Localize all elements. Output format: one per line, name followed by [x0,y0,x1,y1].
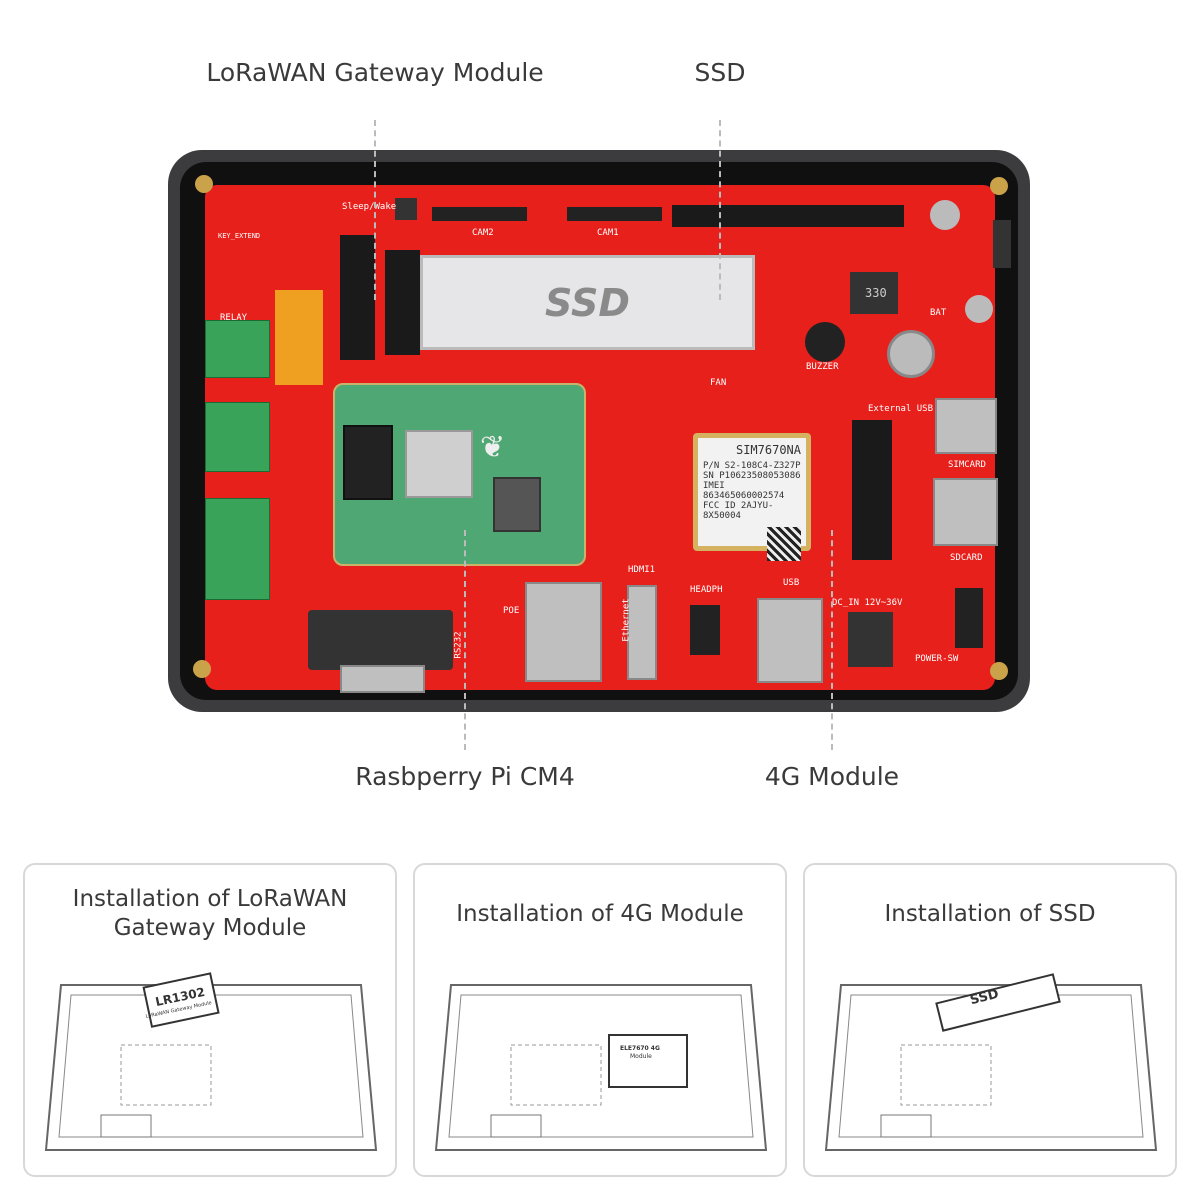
card-title: Installation of 4G Module [456,901,744,927]
4g-module-line: P/N S2-108C4-Z327P [703,461,801,471]
4g-module-line: FCC ID 2AJYU-8X50004 [703,501,774,521]
4g-module-line: SN P10623508053086 [703,471,801,481]
relay [275,290,323,385]
buzzer [805,322,845,362]
can-rs485-terminal [205,498,270,600]
lorawan-install-sketch [44,972,378,1151]
standoff-icon [195,175,213,193]
silk-inductor: 330 [865,286,887,300]
4g-module-line: IMEI 863465060002574 [703,481,785,501]
silk-rs232: RS232 [453,631,464,659]
cam1-connector [567,207,662,221]
gpio-header [672,205,904,227]
card-title: Installation of SSD [884,901,1096,927]
4g-install-sketch [434,984,768,1151]
ssd-module: SSD [420,255,755,350]
do-terminal [205,402,270,472]
silk-sleep-wake: Sleep/Wake [342,202,397,212]
4g-module-name: SIM7670NA [735,443,801,457]
card-install-ssd: Installation of SSD SSD [803,863,1177,1177]
qr-code [767,527,801,561]
silk-cam1: CAM1 [597,228,619,238]
silk-poe: POE [503,606,520,616]
card-title: Installation of LoRaWAN Gateway Module [72,886,348,941]
raspberry-logo-icon: ❦ [480,430,506,465]
callout-ssd: SSD [694,58,746,87]
usb-port [757,598,823,683]
sleep-wake-button[interactable] [395,198,417,220]
inductor [850,272,898,314]
silk-cam2: CAM2 [472,228,494,238]
card-install-4g: Installation of 4G Module ELE7670 4G Mod… [413,863,787,1177]
silk-sdcard: SDCARD [950,553,983,563]
ssd-install-sketch [824,973,1158,1151]
standoff-icon [193,660,211,678]
m2-slot-lorawan [340,235,375,360]
callout-4g-module: 4G Module [764,762,900,791]
hdmi-port [627,585,657,680]
raspberry-pi-cm4: ❦ [333,383,586,566]
standoff-icon [990,177,1008,195]
capacitor [930,200,960,230]
standoff-icon [990,662,1008,680]
soc-chip [405,430,473,498]
silk-dc-in: DC_IN 12V~36V [832,598,903,608]
headphone-jack [690,605,720,655]
silk-ethernet: Ethernet [621,598,632,642]
m2-slot-4g [852,420,892,560]
rs232-port [308,610,453,670]
card-install-lorawan: Installation of LoRaWAN Gateway Module L… [23,863,397,1177]
emmc-chip [493,477,541,532]
callout-line-lorawan [374,120,376,300]
ram-chip [343,425,393,500]
silk-buzzer: BUZZER [806,362,839,372]
silk-bat: BAT [930,308,947,318]
m2-slot-ssd [385,250,420,355]
ethernet-port [525,582,602,682]
simcard-slot [935,398,997,454]
silk-power-sw: POWER-SW [915,654,959,664]
silk-usb: USB [783,578,800,588]
relay-terminal [205,320,270,378]
ele7670-sub: Module [630,1053,652,1060]
callout-line-cm4 [464,530,466,750]
capacitor [965,295,993,323]
silk-simcard: SIMCARD [948,460,986,470]
callout-line-4g [831,530,833,750]
silk-headph: HEADPH [690,585,723,595]
status-leds [993,220,1011,268]
silk-fan: FAN [710,378,727,388]
dc-in-jack [848,612,893,667]
ele7670-label: ELE7670 4G [620,1045,660,1052]
coin-battery [887,330,935,378]
cam2-connector [432,207,527,221]
silk-relay: RELAY [220,313,248,323]
silk-key-extend: KEY_EXTEND [218,232,261,240]
silk-hdmi: HDMI1 [628,565,656,575]
4g-module: SIM7670NA P/N S2-108C4-Z327P SN P1062350… [693,433,811,561]
callout-line-ssd [719,120,721,300]
power-switch[interactable] [955,588,983,648]
sdcard-slot [933,478,998,546]
callout-lorawan: LoRaWAN Gateway Module [206,58,544,87]
callout-cm4: Rasbperry Pi CM4 [355,762,575,791]
db9-connector [340,665,425,693]
silk-external-usb: External USB [868,404,934,414]
